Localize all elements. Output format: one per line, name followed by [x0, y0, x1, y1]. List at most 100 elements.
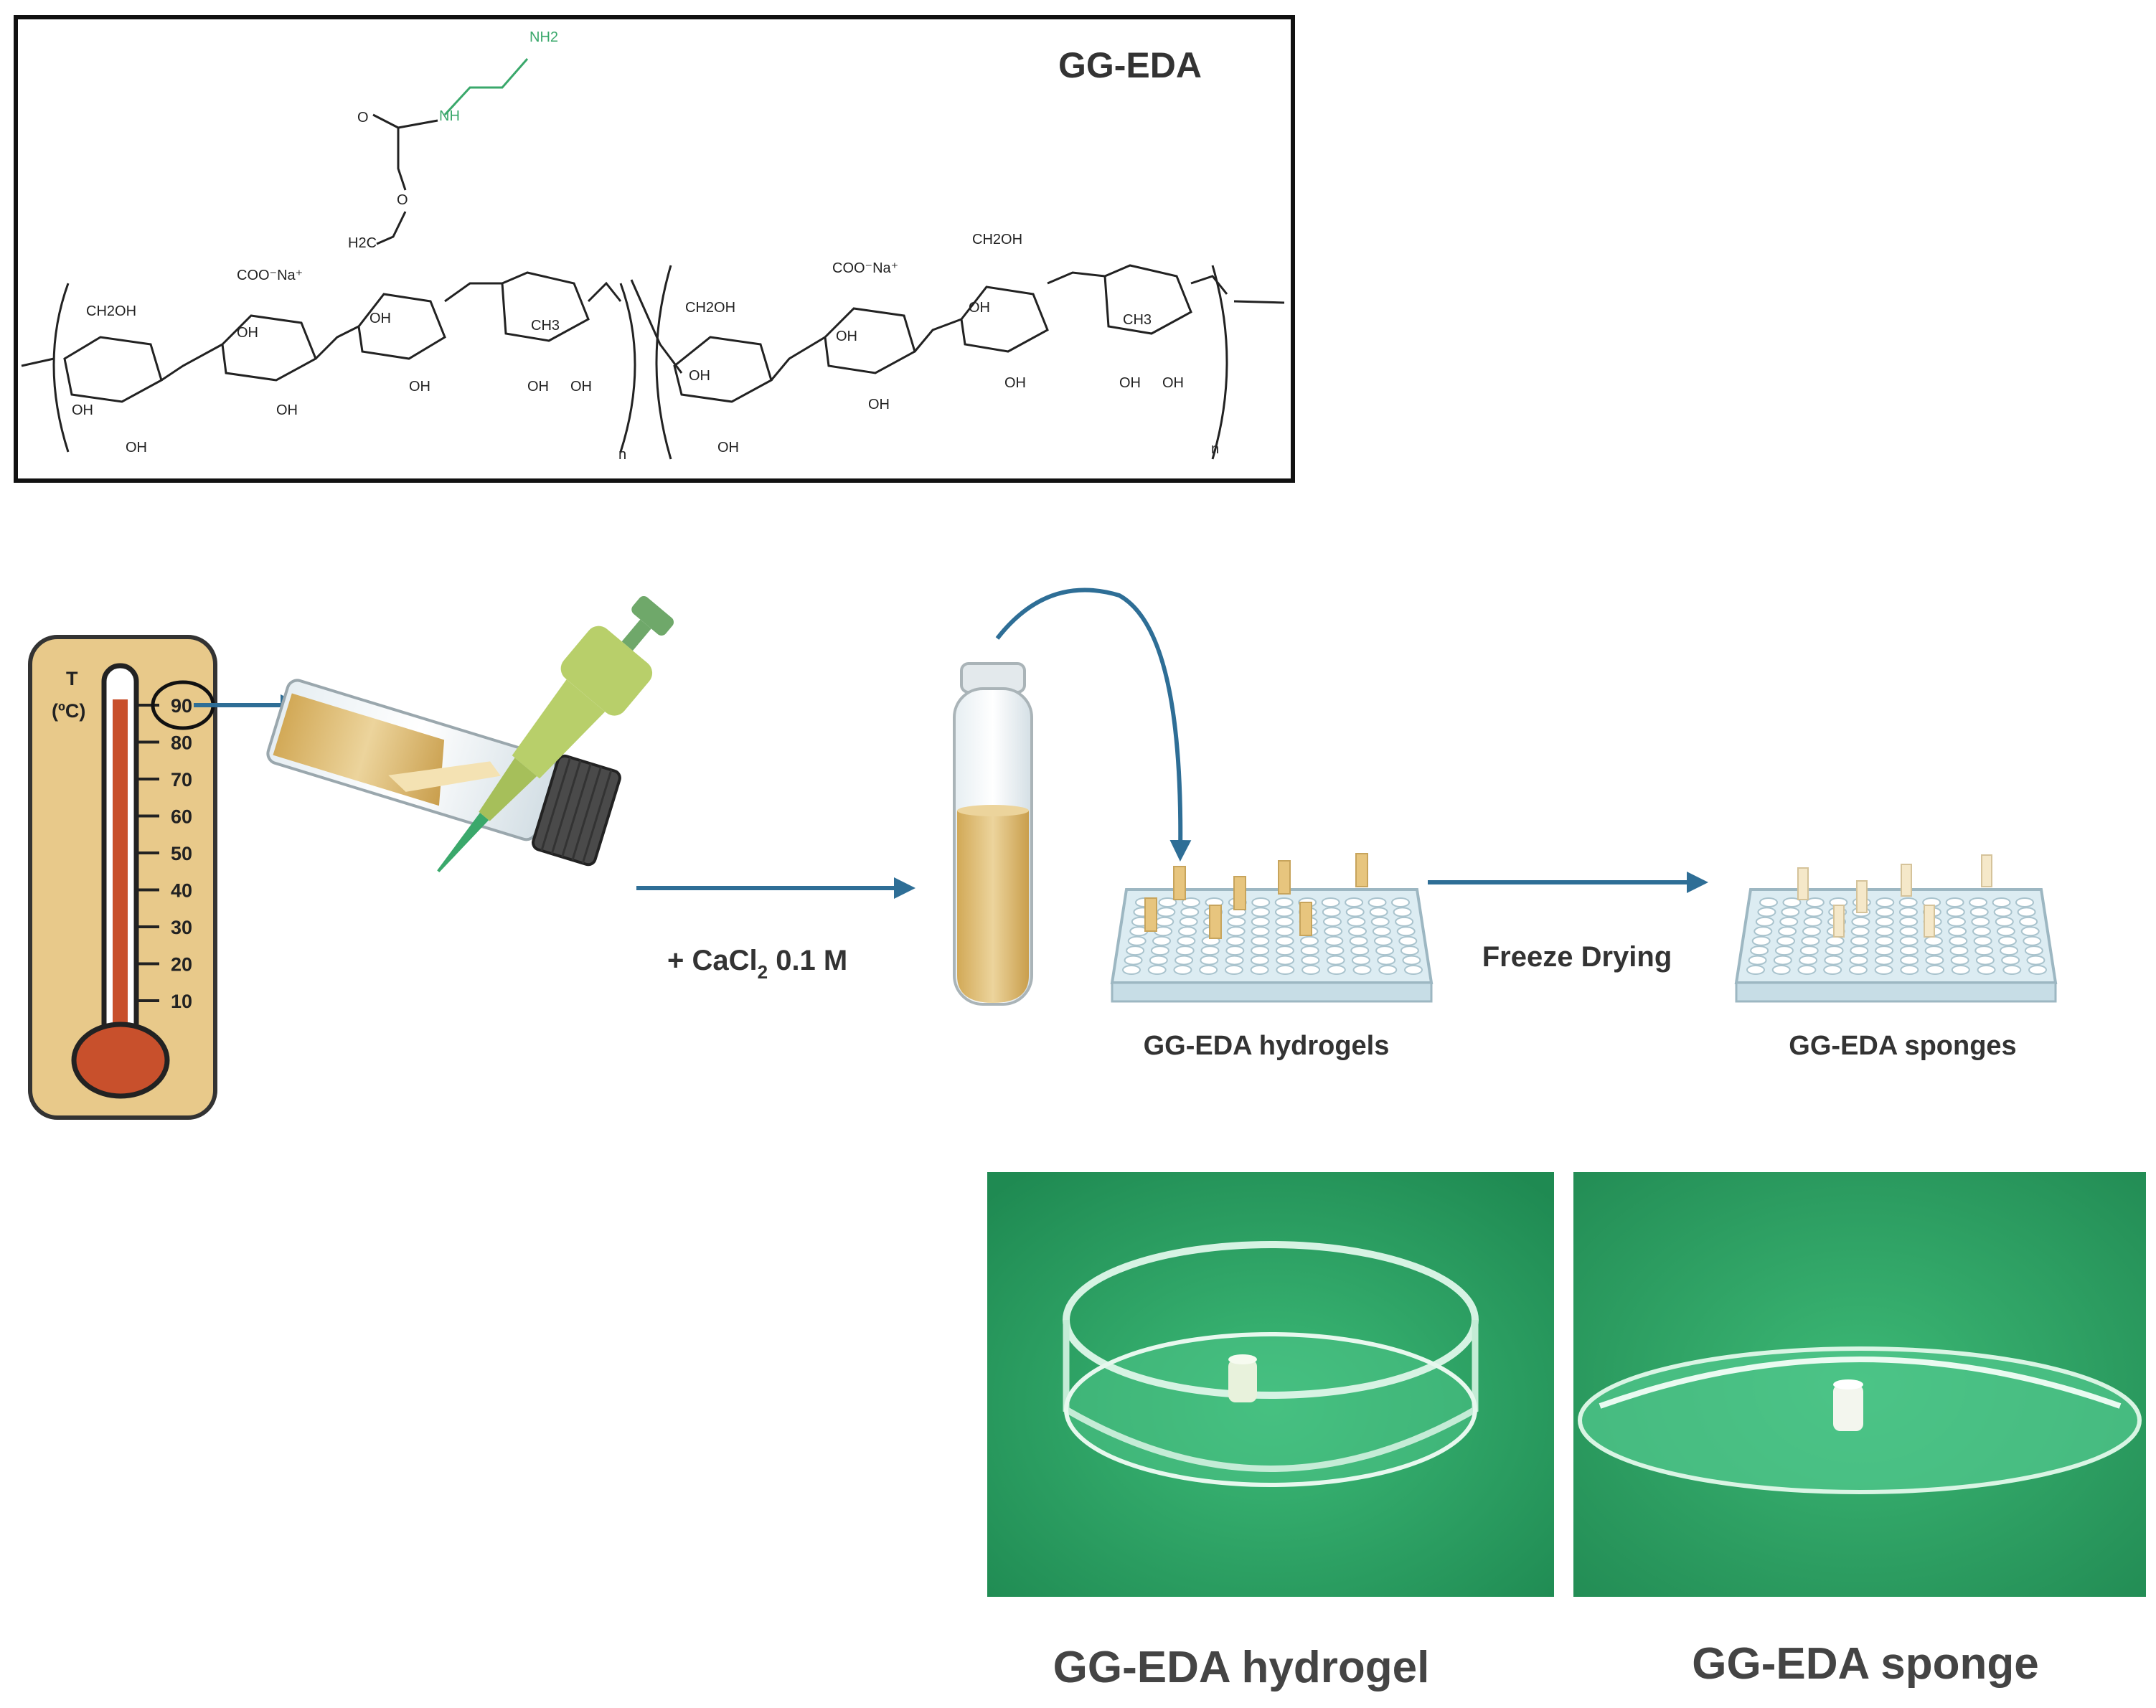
thermometer-tick-label: 50 [171, 843, 192, 864]
sponge-sample [1833, 1384, 1863, 1431]
plate-well [1275, 926, 1294, 937]
plate-well [1324, 935, 1344, 946]
oh-label: OH [836, 329, 857, 344]
plate-well [1995, 916, 2014, 927]
plate-well [2002, 965, 2022, 975]
plate-well [1948, 926, 1967, 937]
plate-well [1369, 907, 1388, 917]
plate-well [1274, 897, 1294, 907]
plate-well [1799, 945, 1819, 956]
plate-side [1735, 981, 2057, 1003]
plate-well [1149, 955, 1168, 966]
plate-well [1797, 965, 1817, 975]
vial-liquid-slope [388, 761, 501, 792]
plate-well [1972, 926, 1991, 937]
hydrogel-cylinder [1355, 853, 1368, 887]
pipette-tip [437, 812, 489, 873]
plate-well [1946, 916, 1966, 927]
mercury-column [113, 699, 128, 1044]
plate-well [1126, 945, 1145, 956]
pipette-grip [560, 626, 653, 716]
plate-well [1773, 955, 1792, 966]
plate-well [1824, 955, 1843, 966]
plate-well [1898, 907, 1918, 917]
plate-well [2028, 965, 2047, 975]
plate-well [1945, 897, 1964, 907]
nh2-label: NH2 [529, 29, 558, 45]
plate-well [1751, 935, 1771, 946]
plate-well [1300, 945, 1319, 956]
plate-well [1899, 926, 1919, 937]
plate-well [1274, 907, 1294, 917]
plate-well [1848, 965, 1868, 975]
plate-side [1111, 981, 1433, 1003]
plate-well [1750, 945, 1769, 956]
plate-well [1825, 945, 1844, 956]
plate-well [1950, 955, 1969, 966]
sponge-cylinder [1981, 854, 1992, 887]
thermometer-tick-label: 20 [171, 954, 192, 976]
plate-well [1875, 916, 1894, 927]
plate-well [1851, 916, 1870, 927]
plate-well [1993, 907, 2013, 917]
plate-well [1875, 935, 1894, 946]
plate-well [1396, 926, 1416, 937]
plate-well [1122, 965, 1141, 975]
plate-well [1251, 916, 1270, 927]
plate-well [1375, 945, 1395, 956]
sponge-cylinder [1901, 864, 1912, 897]
ch3-label-1: CH3 [531, 318, 560, 334]
plate-well [1150, 945, 1169, 956]
plate-well [1823, 965, 1842, 975]
plate-well [1805, 897, 1825, 907]
plate-well [1377, 955, 1396, 966]
repeat-n-1: n [618, 447, 626, 463]
plate-well [1924, 935, 1943, 946]
plate-well [1147, 965, 1167, 975]
plate-well [1373, 935, 1393, 946]
plate-well [1774, 945, 1794, 956]
petri-dish-wall [1063, 1320, 1479, 1472]
plate-well [1226, 926, 1246, 937]
sponge-cylinder [1797, 867, 1809, 900]
plate-well [1180, 907, 1200, 917]
thermometer-tick-label: 80 [171, 732, 192, 754]
plate-well [1181, 897, 1200, 907]
plate-well [1370, 916, 1390, 927]
reagent-label: + CaCl2 0.1 M [667, 945, 847, 983]
plate-well [1997, 935, 2017, 946]
oh-label: OH [276, 402, 298, 418]
plate-well [1200, 955, 1219, 966]
plate-well [2017, 907, 2036, 917]
plate-well [1378, 965, 1398, 975]
plate-well [1400, 945, 1419, 956]
plate-well [1974, 945, 1994, 956]
carbonyl-o-label: O [357, 110, 369, 126]
carbamate-bonds [372, 113, 438, 245]
pipette-plunger [631, 596, 674, 636]
plate-well [1926, 965, 1945, 975]
plate-well [1322, 907, 1341, 917]
plate-well [1778, 926, 1797, 937]
thermometer-tick-label: 90 [171, 695, 192, 717]
freeze-drying-label: Freeze Drying [1482, 941, 1672, 973]
plate-well [1155, 916, 1174, 927]
nh-label: NH [439, 108, 460, 124]
plate-well [1899, 945, 1919, 956]
plate-well [1969, 897, 1988, 907]
plate-well [1324, 926, 1343, 937]
hydrogel-cylinders [1144, 853, 1368, 939]
tilted-vial [266, 679, 621, 867]
cap-ridges [540, 757, 613, 864]
plate-label-sponges: GG-EDA sponges [1789, 1031, 2016, 1061]
hydrogel-cylinder [1233, 876, 1246, 910]
thermometer-tick-label: 30 [171, 917, 192, 938]
oh-label: OH [527, 379, 549, 395]
plate-well [1173, 965, 1192, 975]
well-plate-sponges: GG-EDA sponges [1734, 854, 2058, 1061]
plate-well [1350, 945, 1370, 956]
photo-sponge [1573, 1172, 2146, 1597]
thermometer-tick-label: 70 [171, 769, 192, 791]
